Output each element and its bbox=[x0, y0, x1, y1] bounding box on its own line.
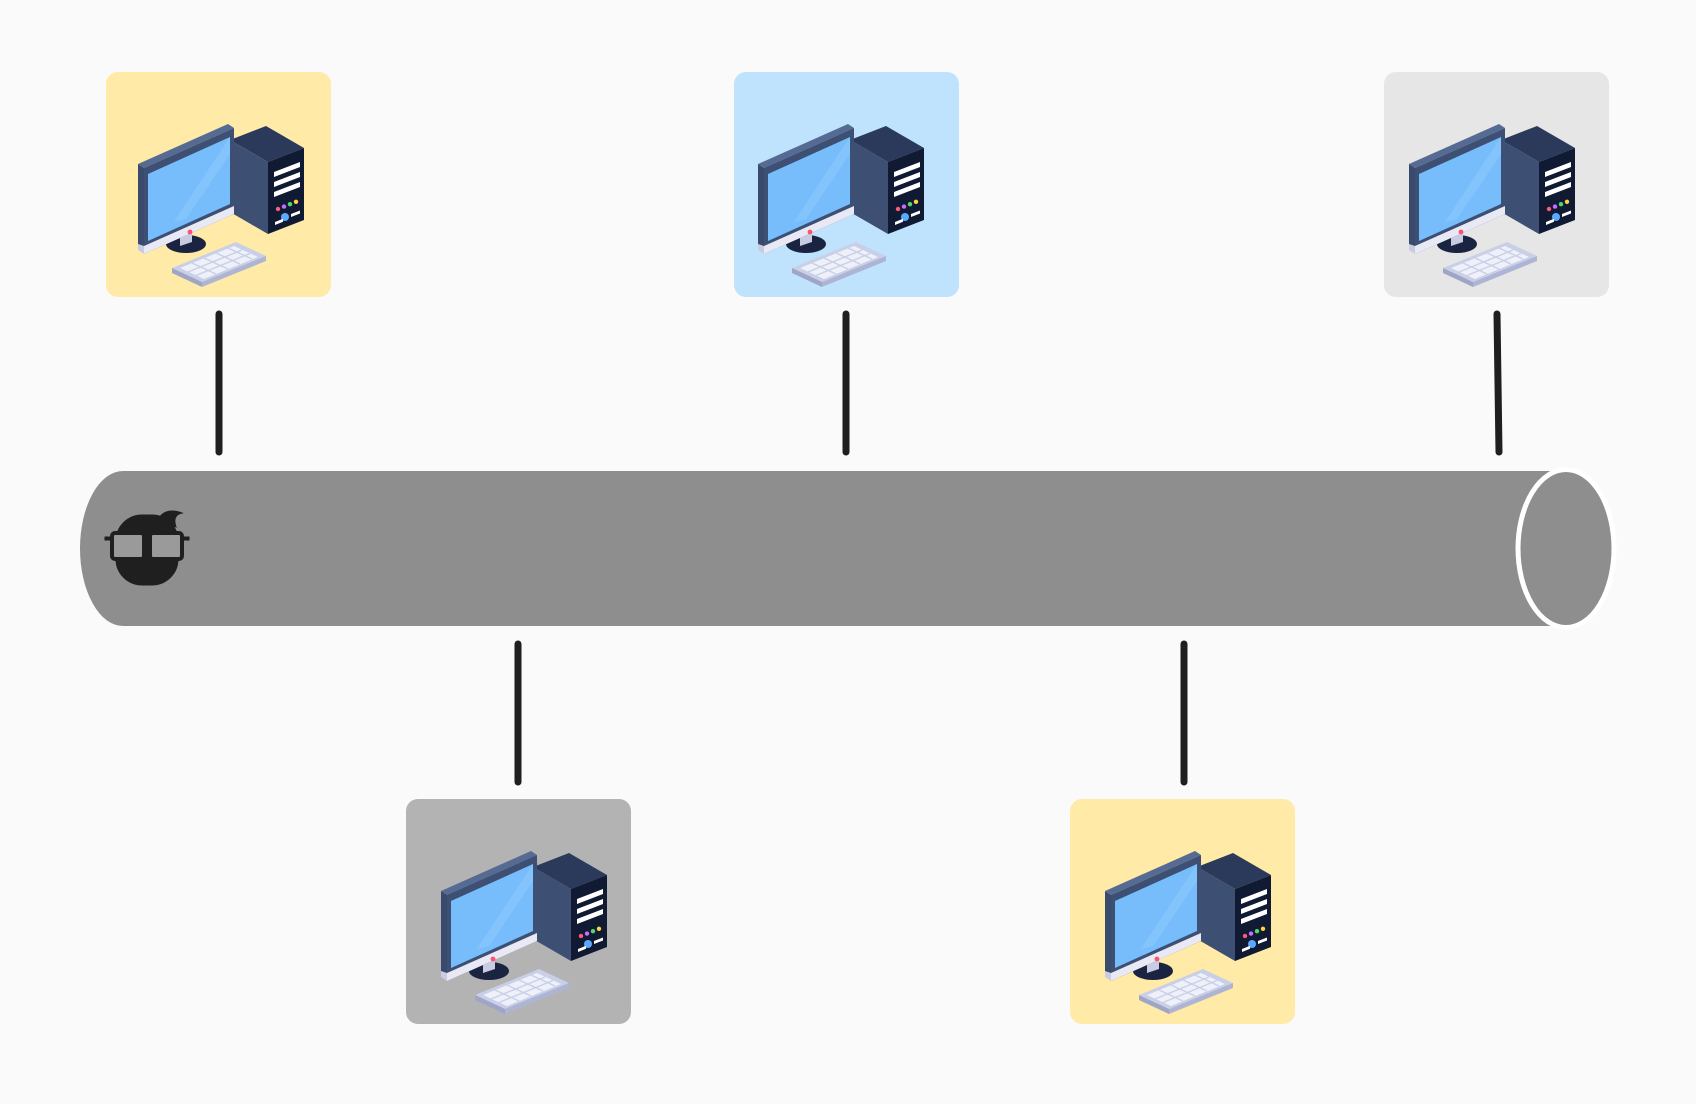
pc-top-1-node[interactable] bbox=[106, 72, 331, 297]
network-bus bbox=[80, 467, 1617, 630]
pc-bottom-2-node[interactable] bbox=[1070, 799, 1295, 1024]
link-pc-top-3 bbox=[1493, 310, 1503, 456]
pc-bottom-1-node[interactable] bbox=[406, 799, 631, 1024]
bus-body bbox=[80, 471, 1566, 626]
pc-top-2-node[interactable] bbox=[734, 72, 959, 297]
bus-end-cap bbox=[1515, 467, 1617, 630]
pc-top-3-node[interactable] bbox=[1384, 72, 1609, 297]
incognito-user-icon bbox=[104, 510, 190, 586]
